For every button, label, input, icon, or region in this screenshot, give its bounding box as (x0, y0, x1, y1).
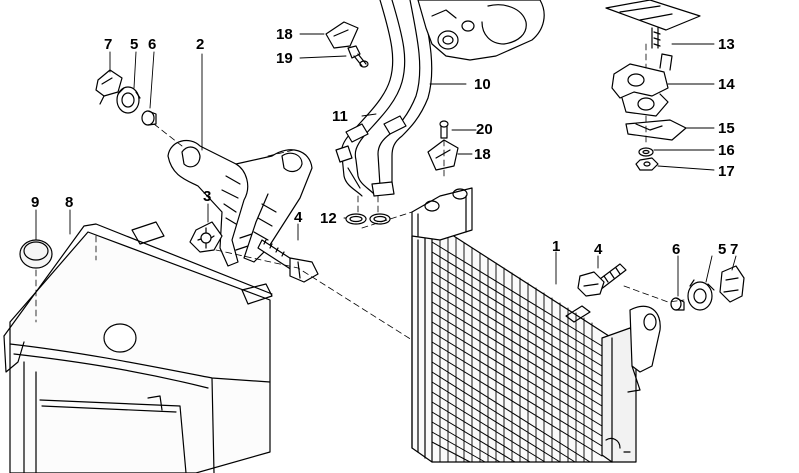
oil-cooler (411, 187, 661, 463)
bolt-right (577, 263, 627, 297)
oil-lines (335, 0, 433, 197)
leader-lines (35, 33, 737, 297)
screw-19 (347, 45, 369, 68)
grommet (189, 221, 223, 253)
plug (19, 239, 53, 269)
callout-part-7-left: 7 (104, 36, 113, 53)
callout-part-18-upper: 18 (276, 26, 293, 43)
washer (638, 147, 654, 157)
callout-part-5-right: 5 (718, 241, 727, 258)
mount-cluster-left (95, 69, 157, 126)
pad (625, 119, 687, 141)
bracket (167, 139, 313, 267)
callout-part-14: 14 (718, 76, 735, 93)
callout-part-11: 11 (332, 108, 348, 125)
callout-part-12: 12 (320, 210, 337, 227)
cable-clip-upper (325, 21, 359, 49)
callout-part-7-right: 7 (730, 241, 739, 258)
sealing-rings (345, 213, 391, 225)
callout-part-4-left: 4 (294, 209, 303, 226)
callout-part-16: 16 (718, 142, 735, 159)
callout-part-9: 9 (31, 194, 40, 211)
callout-part-19: 19 (276, 50, 293, 67)
callout-part-4-right: 4 (594, 241, 603, 258)
bolt-left (257, 239, 319, 283)
callout-part-20: 20 (476, 121, 493, 138)
nut (635, 157, 659, 171)
callout-part-6-left: 6 (148, 36, 157, 53)
callout-part-1: 1 (552, 238, 561, 255)
plate-with-stud (605, 0, 701, 49)
callout-part-8: 8 (65, 194, 74, 211)
callout-part-13: 13 (718, 36, 735, 53)
callout-part-2: 2 (196, 36, 205, 53)
callout-part-18-lower: 18 (474, 146, 491, 163)
mount-cluster-right (670, 265, 745, 311)
callout-part-15: 15 (718, 120, 735, 137)
air-duct (3, 221, 273, 473)
thermostat-housing (417, 0, 545, 61)
clamp-holder (611, 53, 673, 117)
assembly-lines (35, 43, 685, 341)
callout-part-5-left: 5 (130, 36, 139, 53)
callout-part-6-right: 6 (672, 241, 681, 258)
callout-part-17: 17 (718, 163, 735, 180)
callout-part-10: 10 (474, 76, 491, 93)
cooler-fins (431, 241, 603, 463)
callout-part-3: 3 (203, 188, 212, 205)
screw-20 (439, 120, 449, 139)
cable-clip-lower (427, 139, 459, 171)
